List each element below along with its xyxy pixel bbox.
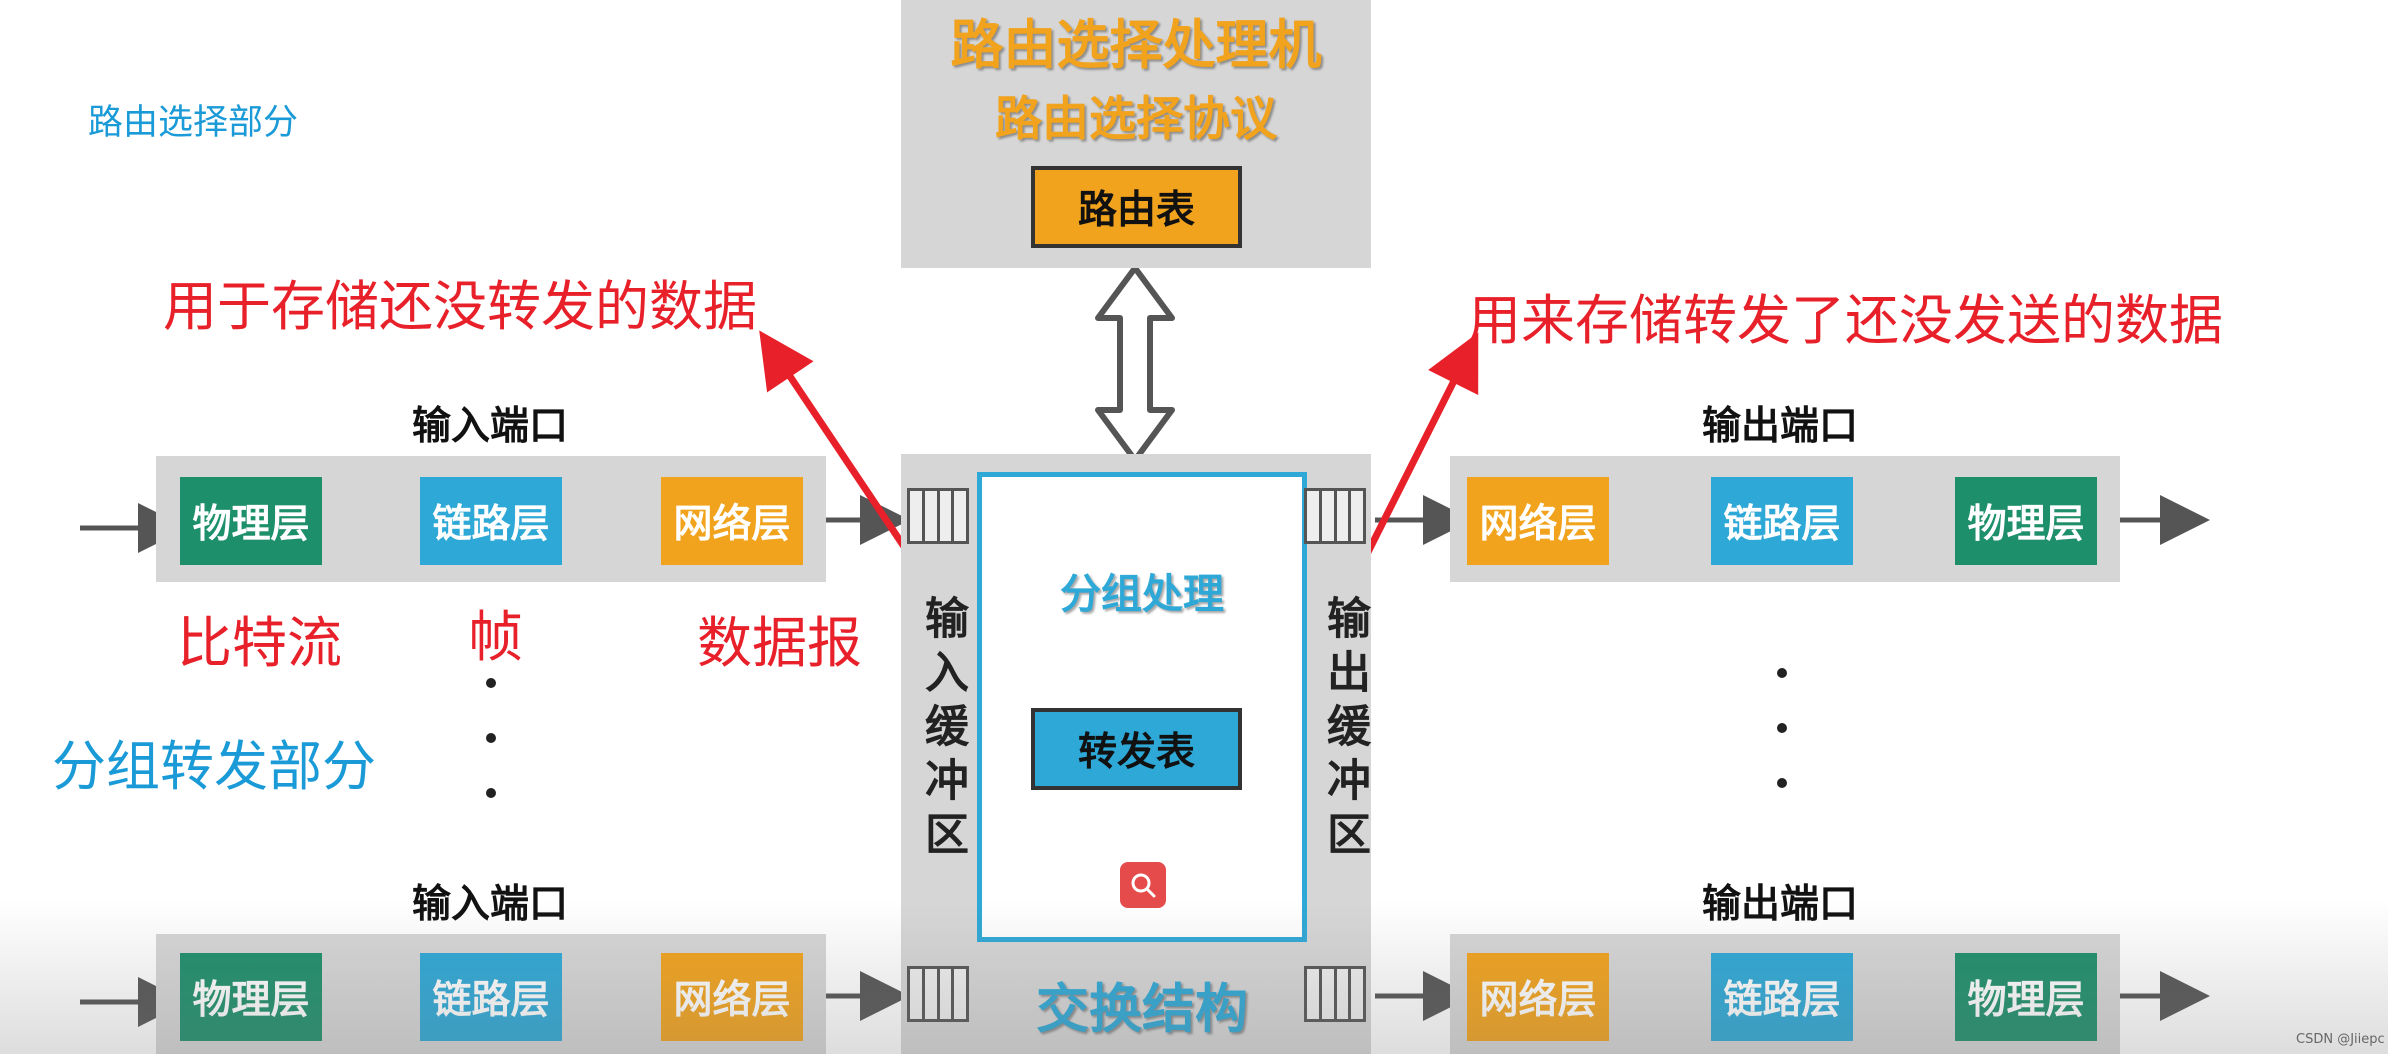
routing-protocol-label: 路由选择协议 (995, 91, 1277, 147)
input-port-title: 输入端口 (411, 882, 568, 927)
routing-processor-title: 路由选择处理机 (950, 15, 1322, 76)
red-arrow-input (759, 330, 928, 580)
ellipsis-dot (486, 788, 496, 798)
ellipsis-dot (486, 733, 496, 743)
input-port-title: 输入端口 (411, 404, 568, 449)
output-buffer-icon (1304, 966, 1366, 1022)
output-port-title: 输出端口 (1701, 404, 1858, 449)
input-buffer-label: 输入缓冲区 (917, 595, 968, 865)
output-buffer-label: 输出缓冲区 (1319, 595, 1370, 865)
input-buffer-note: 用于存储还没转发的数据 (163, 275, 757, 338)
input-link-layer: 链路层 (420, 477, 562, 565)
datagram-label: 数据报 (697, 611, 863, 675)
output-link-layer: 链路层 (1711, 953, 1853, 1041)
output-port-title: 输出端口 (1701, 882, 1858, 927)
input-network-layer: 网络层 (661, 953, 803, 1041)
bitstream-label: 比特流 (177, 611, 343, 675)
routing-part-label: 路由选择部分 (88, 103, 299, 143)
input-buffer-icon (907, 966, 969, 1022)
output-buffer-note: 用来存储转发了还没发送的数据 (1467, 289, 2223, 352)
output-physical-layer: 物理层 (1955, 477, 2097, 565)
input-network-layer: 网络层 (661, 477, 803, 565)
output-link-layer: 链路层 (1711, 477, 1853, 565)
output-buffer-icon (1304, 488, 1366, 544)
output-network-layer: 网络层 (1467, 477, 1609, 565)
input-buffer-icon (907, 488, 969, 544)
output-network-layer: 网络层 (1467, 953, 1609, 1041)
packet-processing-label: 分组处理 (1060, 570, 1224, 618)
double-arrow (1095, 265, 1175, 463)
ellipsis-dot (1777, 668, 1787, 678)
ellipsis-dot (1777, 723, 1787, 733)
forwarding-table: 转发表 (1031, 708, 1242, 790)
input-physical-layer: 物理层 (180, 477, 322, 565)
routing-table: 路由表 (1031, 166, 1242, 248)
watermark: CSDN @Jiiepc (2296, 1032, 2385, 1047)
input-link-layer: 链路层 (420, 953, 562, 1041)
switch-fabric-title: 交换结构 (1036, 979, 1248, 1040)
ellipsis-dot (486, 678, 496, 688)
search-icon[interactable] (1120, 862, 1166, 908)
input-physical-layer: 物理层 (180, 953, 322, 1041)
frame-label: 帧 (468, 605, 524, 669)
output-physical-layer: 物理层 (1955, 953, 2097, 1041)
ellipsis-dot (1777, 778, 1787, 788)
forwarding-part-label: 分组转发部分 (52, 735, 376, 798)
